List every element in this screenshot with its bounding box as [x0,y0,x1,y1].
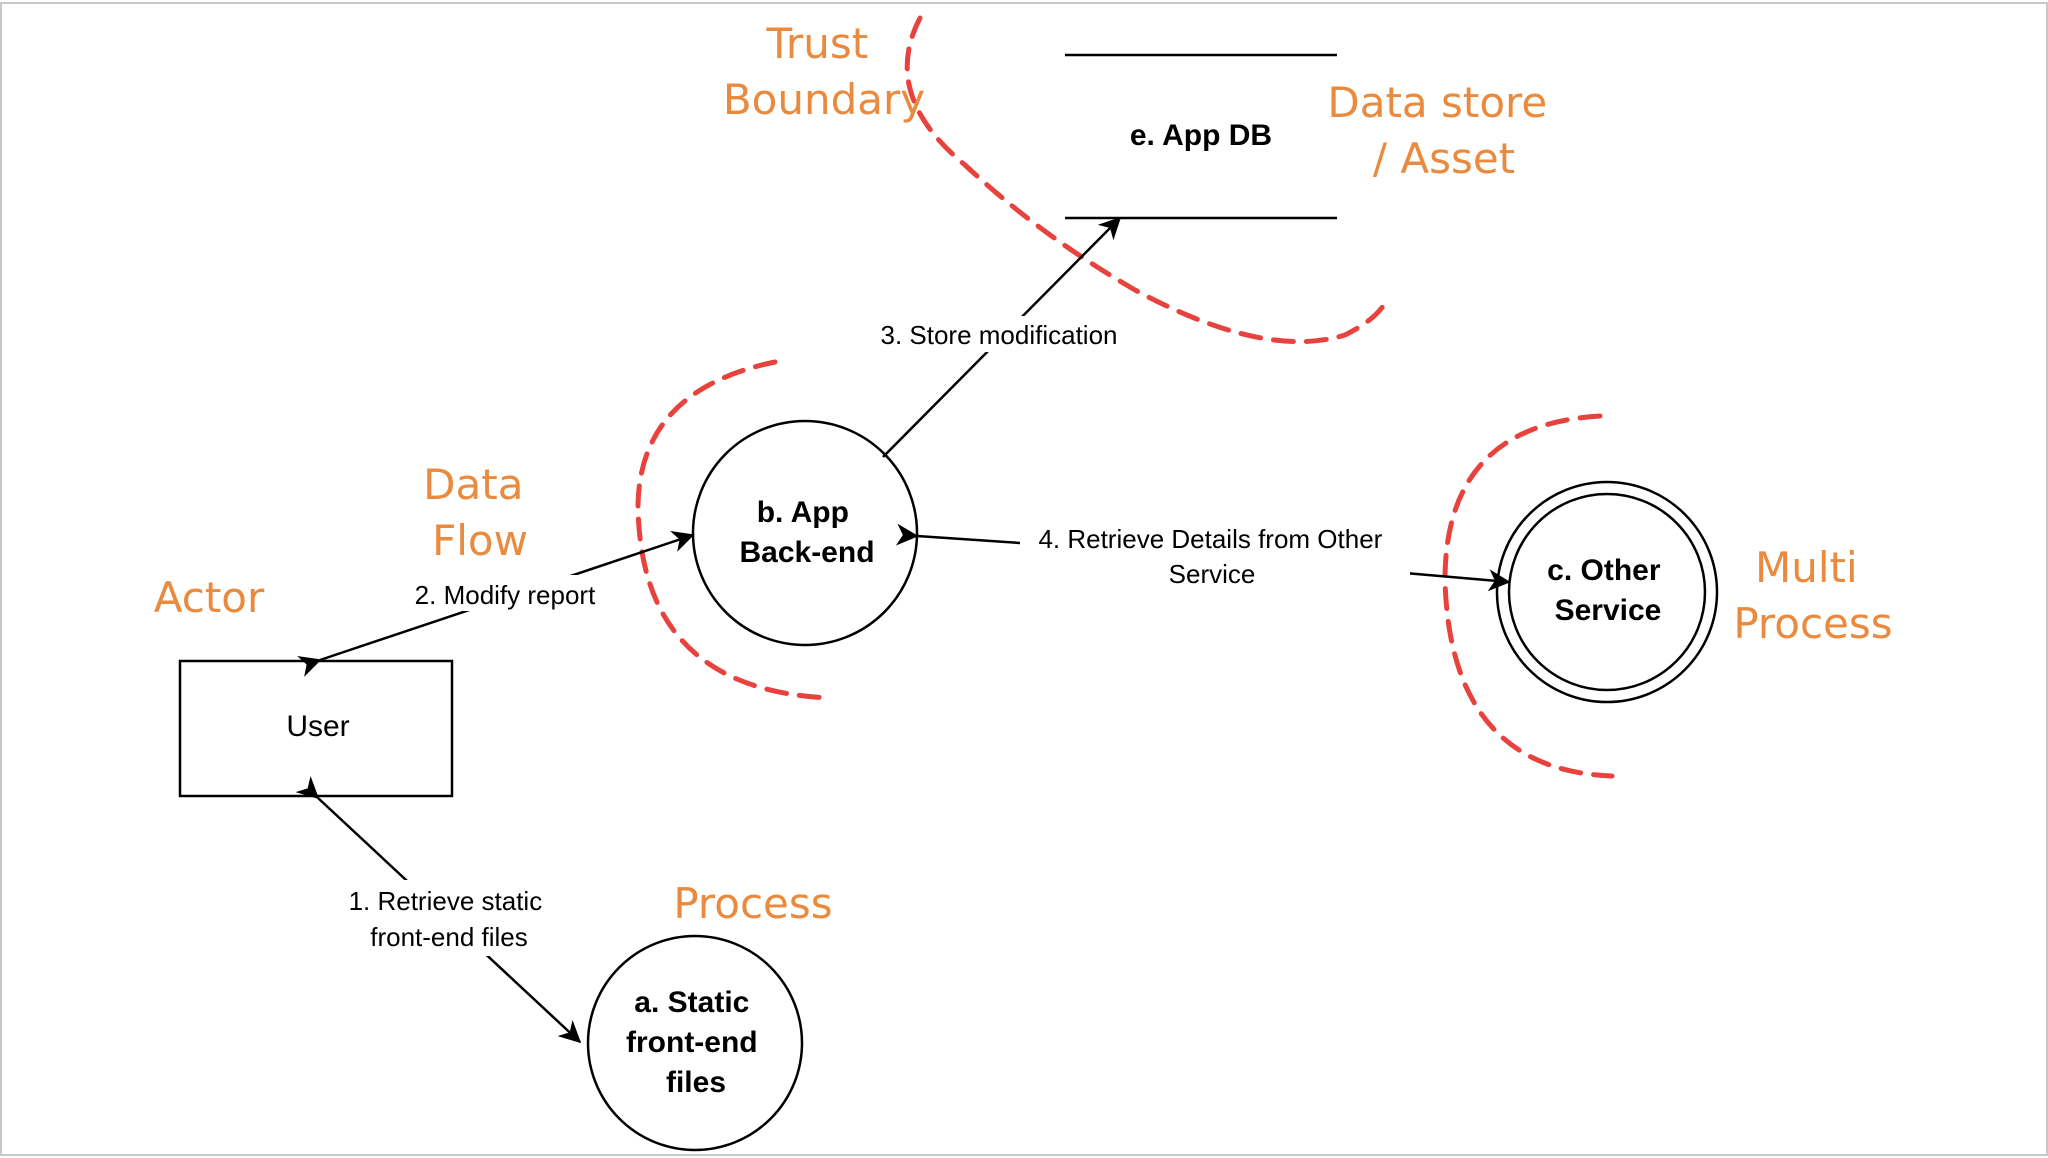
flow-4-label: 4. Retrieve Details from Other Service [1038,524,1389,589]
trust-boundary-db [904,15,1388,345]
app-backend-process[interactable]: b. App Back-end [691,419,919,647]
legend-multi-process: Multi Process [1733,543,1892,648]
flow-retrieve-details-b [1404,569,1511,592]
legend-actor: Actor [154,573,265,622]
static-files-label: a. Static front-end files [626,986,766,1099]
user-actor[interactable]: User [178,659,454,798]
trust-boundary-backend [635,359,833,701]
flow-1-label: 1. Retrieve static front-end files [349,886,550,952]
legend-trust-boundary: Trust Boundary [723,19,925,124]
flow-1-label-bg [330,880,570,956]
legend-data-store: Data store / Asset [1327,78,1560,183]
legend-process: Process [673,879,832,928]
flow-3-label-bg [865,316,1133,352]
flow-3-label: 3. Store modification [880,320,1117,350]
static-files-process[interactable]: a. Static front-end files [586,934,804,1152]
app-db-label: e. App DB [1130,119,1272,152]
flow-2-label-bg [395,575,613,611]
flow-4-label-bg [1020,520,1410,590]
user-label: User [286,710,349,743]
legend-data-flow: Data Flow [423,460,537,565]
other-service-multi-process[interactable]: c. Other Service [1495,480,1719,704]
other-service-label: c. Other Service [1547,554,1669,627]
backend-label: b. App Back-end [739,496,874,569]
app-db-data-store[interactable]: e. App DB [1065,53,1337,220]
flow-retrieve-details-a [895,523,1021,546]
trust-boundary-other-service [1442,413,1615,779]
flow-2-label: 2. Modify report [415,580,596,610]
